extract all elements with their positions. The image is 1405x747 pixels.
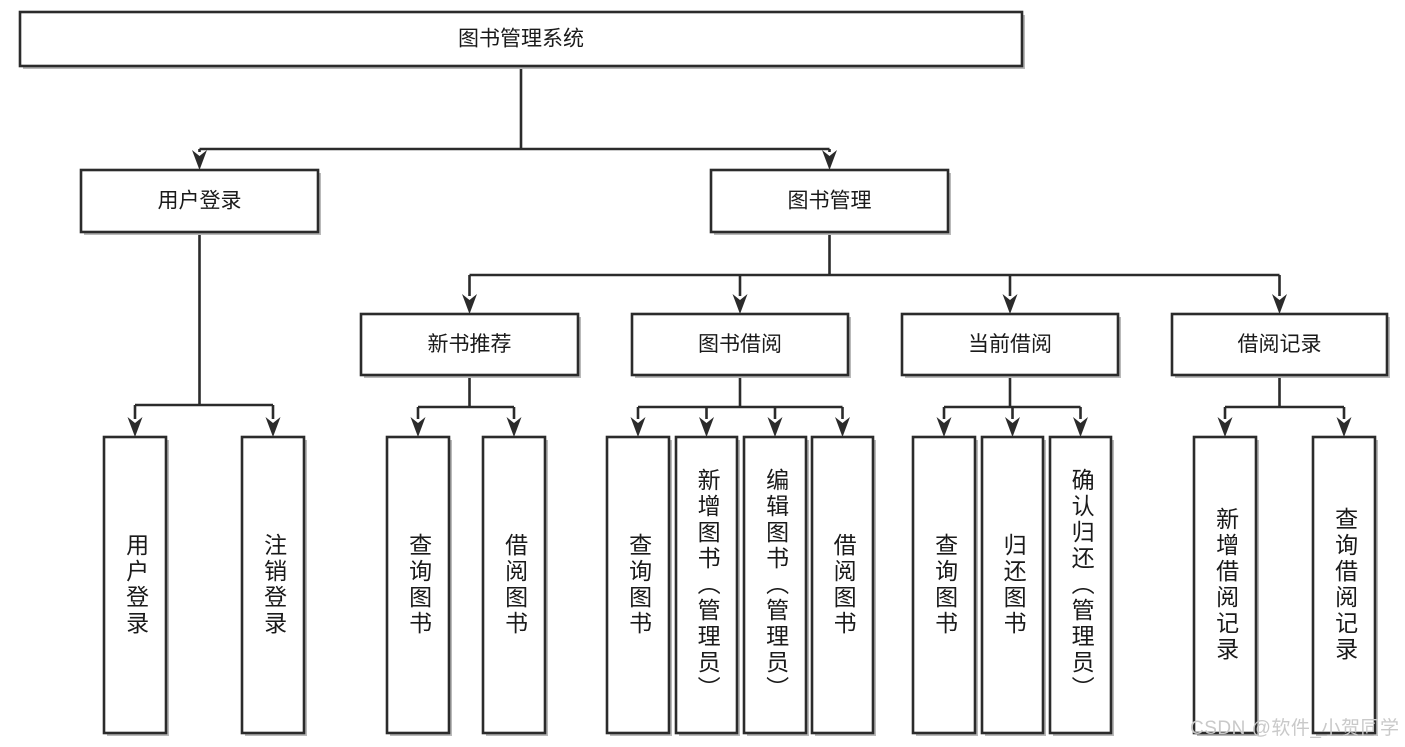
node-leaf-cur-query-book[interactable] <box>911 435 978 736</box>
node-leaf-rec-query-book[interactable] <box>385 435 452 736</box>
arrowhead-to-leaf-rec-query-record <box>1336 417 1352 437</box>
node-leaf-rec-add-record[interactable] <box>1192 435 1259 736</box>
arrowhead-to-new-book-rec <box>462 294 477 314</box>
node-book-borrow-label: 图书借阅 <box>698 333 782 356</box>
arrowhead-to-leaf-borrow-edit-book <box>767 417 783 437</box>
node-leaf-borrow-add-book[interactable] <box>674 435 740 736</box>
node-leaf-borrow-borrow-book[interactable] <box>810 435 876 736</box>
arrowhead-to-user-login <box>192 150 207 170</box>
node-book-borrow[interactable]: 图书借阅 <box>630 312 851 378</box>
node-leaf-borrow-query-book[interactable] <box>605 435 672 736</box>
node-borrow-record-label: 借阅记录 <box>1238 333 1322 356</box>
node-root-label: 图书管理系统 <box>458 28 584 51</box>
arrowhead-to-leaf-rec-add-record <box>1217 417 1233 437</box>
node-leaf-user-login[interactable] <box>102 435 169 736</box>
arrowhead-to-current-borrow <box>1002 294 1018 314</box>
arrowhead-to-leaf-user-login <box>127 417 143 437</box>
node-book-manage[interactable]: 图书管理 <box>709 168 951 235</box>
node-new-book-rec-label: 新书推荐 <box>428 333 512 356</box>
node-leaf-cur-return-book[interactable] <box>980 435 1046 736</box>
node-current-borrow-label: 当前借阅 <box>968 333 1052 356</box>
node-new-book-rec[interactable]: 新书推荐 <box>359 312 581 378</box>
arrowhead-to-leaf-borrow-borrow-book <box>835 417 850 437</box>
arrowhead-to-borrow-record <box>1272 294 1287 314</box>
arrowhead-to-leaf-rec-query-book <box>410 417 426 437</box>
arrowhead-to-leaf-cur-query-book <box>936 417 952 437</box>
node-leaf-cur-confirm-return[interactable] <box>1048 435 1114 736</box>
node-leaf-rec-query-record[interactable] <box>1311 435 1378 736</box>
node-book-manage-label: 图书管理 <box>788 190 872 213</box>
node-leaf-rec-borrow-book[interactable] <box>481 435 548 736</box>
arrowhead-to-leaf-cur-return-book <box>1005 417 1020 437</box>
node-root[interactable]: 图书管理系统 <box>18 10 1025 69</box>
arrowhead-to-book-borrow <box>732 294 748 314</box>
node-user-login-label: 用户登录 <box>158 190 242 213</box>
arrowhead-to-leaf-rec-borrow-book <box>506 417 522 437</box>
node-user-login[interactable]: 用户登录 <box>79 168 321 235</box>
node-leaf-user-logout[interactable] <box>240 435 307 736</box>
arrowhead-to-book-manage <box>822 150 837 170</box>
node-current-borrow[interactable]: 当前借阅 <box>900 312 1121 378</box>
watermark: CSDN @软件_小贺同学 <box>1190 718 1400 739</box>
node-borrow-record[interactable]: 借阅记录 <box>1170 312 1390 378</box>
arrowhead-to-leaf-borrow-add-book <box>699 417 714 437</box>
arrowhead-to-leaf-cur-confirm-return <box>1073 417 1088 437</box>
arrowhead-to-leaf-user-logout <box>265 417 281 437</box>
arrowhead-to-leaf-borrow-query-book <box>630 417 646 437</box>
node-leaf-borrow-edit-book[interactable] <box>742 435 809 736</box>
